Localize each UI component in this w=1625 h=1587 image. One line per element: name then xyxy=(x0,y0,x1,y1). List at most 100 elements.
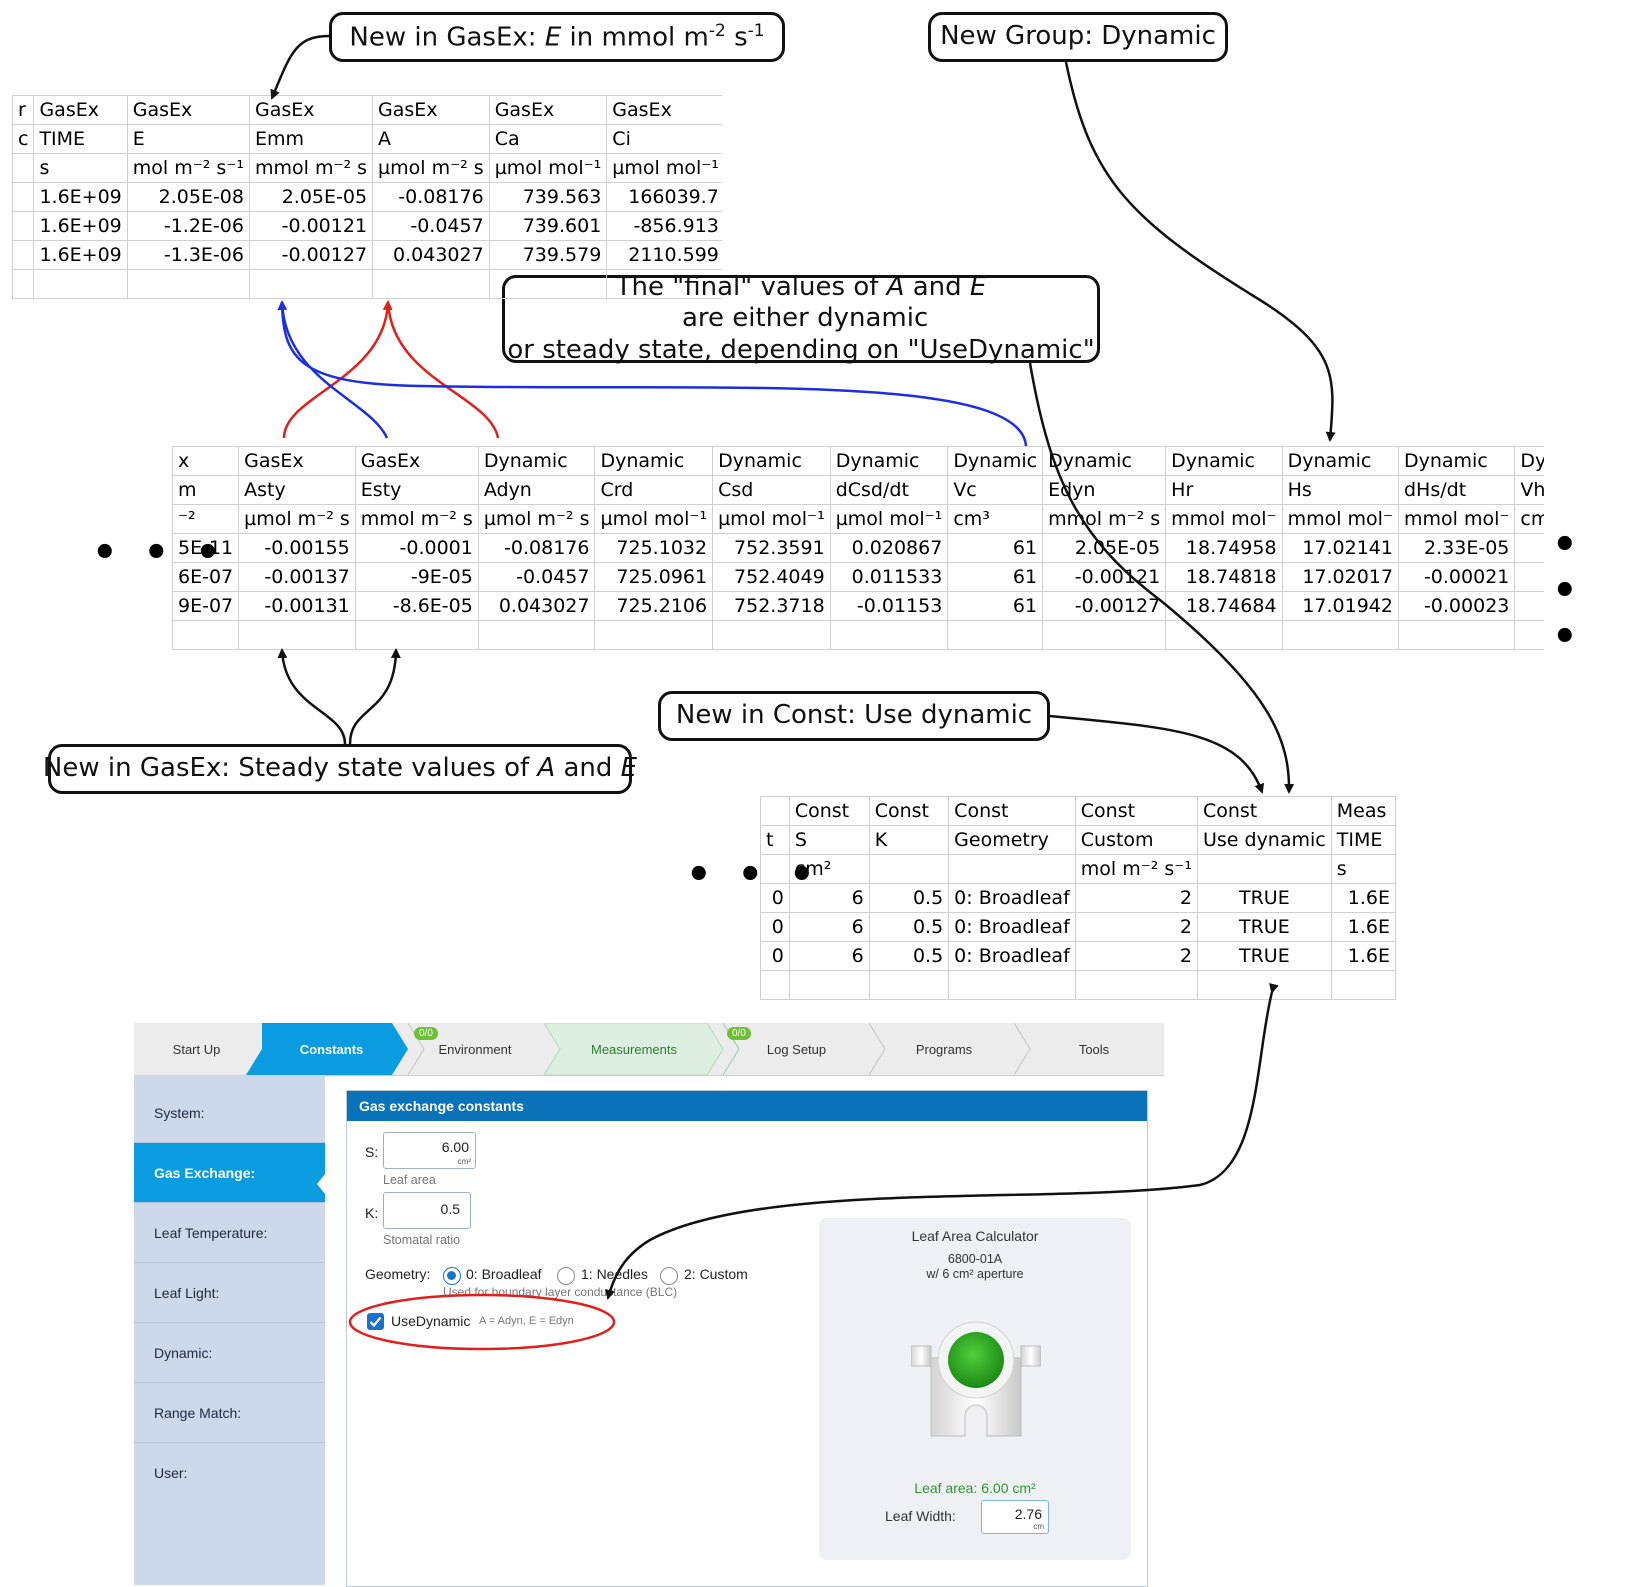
sheet3-cell xyxy=(760,970,790,1000)
tab-constants[interactable]: Constants xyxy=(299,1041,364,1057)
sheet2-cell: Dynamic xyxy=(477,446,596,476)
sheet2-cell xyxy=(238,620,356,650)
sheet3-cell: 0.5 xyxy=(868,883,950,913)
sheet2-cell: -0.01153 xyxy=(829,591,949,621)
sheet3-cell: 0: Broadleaf xyxy=(948,883,1076,913)
tab-measurements[interactable]: Measurements xyxy=(591,1041,677,1057)
sheet1-cell: 739.601 xyxy=(488,211,608,241)
usedynamic-label[interactable]: UseDynamic xyxy=(391,1313,471,1329)
sheet2-cell: Vc xyxy=(947,475,1044,505)
sheet2-cell: -0.08176 xyxy=(477,533,596,563)
sheet3-cell: 0 xyxy=(760,883,790,913)
sheet2-cell: mmol m⁻² s xyxy=(1042,504,1167,534)
sheet2-cell: 17.02017 xyxy=(1281,562,1399,592)
sheet2-cell: -0.00131 xyxy=(238,591,356,621)
usedynamic-checkbox[interactable] xyxy=(367,1313,384,1330)
sheet2-cell: -0.00137 xyxy=(238,562,356,592)
sidebar-item-leaf-temperature[interactable]: Leaf Temperature: xyxy=(134,1203,325,1263)
geometry-radio-broadleaf[interactable] xyxy=(443,1267,461,1285)
sheet2-cell: µmol mol⁻¹ xyxy=(829,504,949,534)
s-input[interactable]: 6.00 cm² xyxy=(383,1132,476,1169)
geometry-radio-custom[interactable] xyxy=(660,1267,678,1285)
leaf-width-value: 2.76 xyxy=(1014,1506,1042,1522)
sheet2-cell: 17.02141 xyxy=(1281,533,1399,563)
sheet1-cell: GasEx xyxy=(33,95,128,125)
k-input-value: 0.5 xyxy=(440,1201,460,1217)
sheet2-cell: Asty xyxy=(238,475,356,505)
sheet2-cell: Adyn xyxy=(477,475,596,505)
s-sublabel: Leaf area xyxy=(383,1173,436,1187)
sheet3-cell: 0.5 xyxy=(868,912,950,942)
sidebar-item-leaf-light[interactable]: Leaf Light: xyxy=(134,1263,325,1323)
callout-const-use-dynamic: New in Const: Use dynamic xyxy=(658,691,1050,741)
calc-model: 6800-01A xyxy=(947,1252,1003,1266)
geometry-sublabel: Used for boundary layer conductance (BLC… xyxy=(443,1285,678,1299)
sidebar-item-gas-exchange[interactable]: Gas Exchange: xyxy=(134,1143,325,1203)
sheet2-cell: µmol m⁻² s xyxy=(238,504,356,534)
sheet1-cell xyxy=(488,269,608,299)
ellipsis-left-const: • • • xyxy=(686,852,821,898)
arrow-steady-to-esty xyxy=(348,648,401,745)
sheet3-cell xyxy=(948,970,1076,1000)
tab-environment[interactable]: Environment xyxy=(438,1041,512,1057)
geometry-radio-needles[interactable] xyxy=(557,1267,575,1285)
sheet1-cell: 1.6E+09 xyxy=(33,240,128,270)
sheet3-cell: 0: Broadleaf xyxy=(948,941,1076,971)
sheet3-cell: S xyxy=(788,825,870,855)
geometry-option-broadleaf[interactable]: 0: Broadleaf xyxy=(466,1266,542,1282)
sheet3-cell xyxy=(788,970,870,1000)
sheet3-cell: Use dynamic xyxy=(1196,825,1332,855)
sheet2-cell: 17.01942 xyxy=(1281,591,1399,621)
sheet1-cell: 739.563 xyxy=(488,182,608,212)
check-icon xyxy=(369,1316,382,1328)
leaf-width-input[interactable]: 2.76 cm xyxy=(981,1500,1049,1534)
sheet1-cell xyxy=(372,269,490,299)
sheet3-cell: Const xyxy=(1074,796,1198,826)
sheet2-cell: -0.0457 xyxy=(477,562,596,592)
tab-programs[interactable]: Programs xyxy=(915,1041,973,1057)
sheet2-cell: GasEx xyxy=(238,446,356,476)
k-label: K: xyxy=(365,1205,379,1221)
sidebar-item-system[interactable]: System: xyxy=(134,1083,325,1143)
sheet3-cell xyxy=(868,854,950,884)
tab-tools[interactable]: Tools xyxy=(1078,1041,1110,1057)
geometry-option-needles[interactable]: 1: Needles xyxy=(581,1266,648,1282)
sidebar: System: Gas Exchange: Leaf Temperature: … xyxy=(134,1075,325,1585)
sheet3-cell: s xyxy=(1330,854,1396,884)
sheet3-cell: TRUE xyxy=(1196,883,1332,913)
sheet2-cell: m xyxy=(172,475,240,505)
sheet1-cell: GasEx xyxy=(488,95,608,125)
sidebar-item-range-match[interactable]: Range Match: xyxy=(134,1383,325,1443)
sheet2-cell xyxy=(947,620,1044,650)
sheet2-cell: cm³ xyxy=(947,504,1044,534)
sheet1-cell: GasEx xyxy=(606,95,722,125)
arrow-const-to-usedynamic xyxy=(1049,714,1265,794)
sheet2-cell: cm³ xyxy=(1514,504,1544,534)
tab-start-up[interactable]: Start Up xyxy=(172,1041,221,1057)
geometry-option-custom[interactable]: 2: Custom xyxy=(684,1266,748,1282)
sheet2-cell: 752.4049 xyxy=(712,562,831,592)
sheet1-cell xyxy=(12,269,35,299)
s-input-unit: cm² xyxy=(457,1157,471,1166)
sheet2-cell: Dynamic xyxy=(1397,446,1516,476)
sheet1-cell: mmol m⁻² s xyxy=(248,153,374,183)
k-input[interactable]: 0.5 xyxy=(383,1192,471,1229)
sheet2-cell: Crd xyxy=(594,475,714,505)
sheet1-cell: -856.913 xyxy=(606,211,722,241)
sheet1-cell: Emm xyxy=(248,124,374,154)
sheet2-cell xyxy=(354,620,479,650)
sidebar-item-dynamic[interactable]: Dynamic: xyxy=(134,1323,325,1383)
sheet2-cell: 9E-07 xyxy=(172,591,240,621)
callout-steady-state: New in GasEx: Steady state values of A a… xyxy=(43,744,637,794)
sheet2-cell: 18.74684 xyxy=(1165,591,1283,621)
sidebar-item-user[interactable]: User: xyxy=(154,1465,188,1481)
sheet2-cell: Hr xyxy=(1165,475,1283,505)
sheet2-cell: 0.020867 xyxy=(829,533,949,563)
sheet3-cell xyxy=(760,796,790,826)
